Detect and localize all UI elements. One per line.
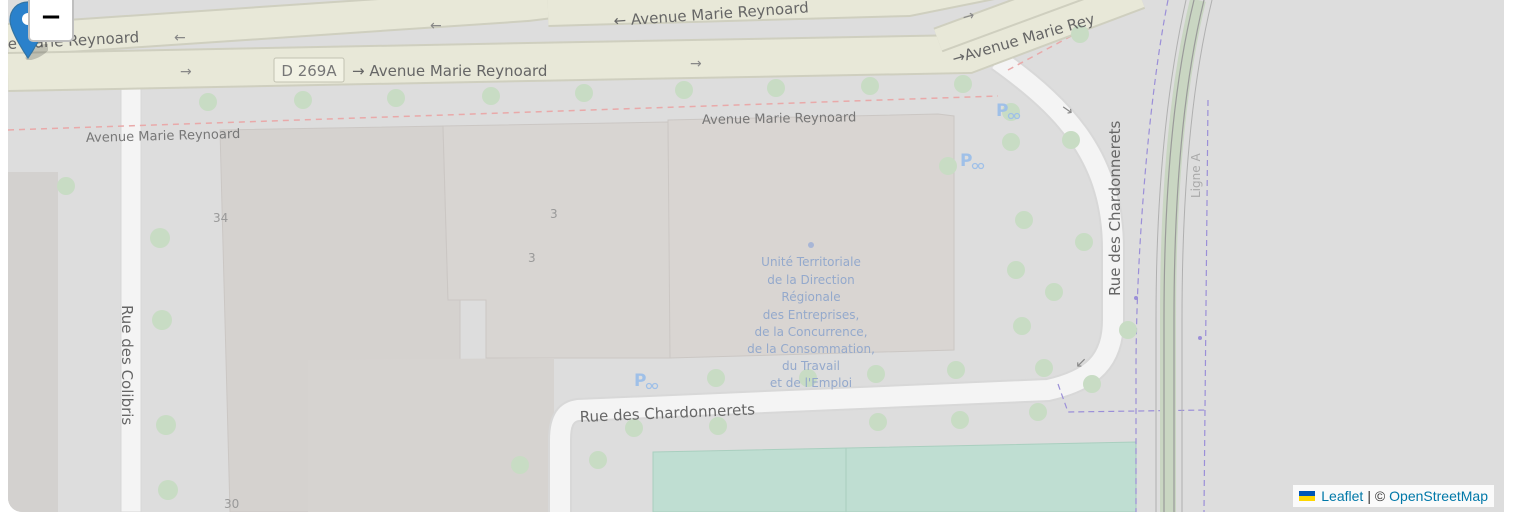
svg-text:de la Direction: de la Direction xyxy=(767,273,855,287)
avenue-lower xyxy=(8,0,1145,90)
poi-label: Unité Territoriale de la Direction Régio… xyxy=(747,255,875,390)
arrow-right: → xyxy=(180,64,192,80)
svg-text:du Travail: du Travail xyxy=(782,359,840,373)
svg-text:et de l'Emploi: et de l'Emploi xyxy=(770,376,852,390)
label-avenue-boundary-right: Avenue Marie Reynoard xyxy=(702,110,857,128)
zoom-out-button[interactable]: − xyxy=(28,0,74,42)
green-area xyxy=(652,441,1137,512)
tram-line xyxy=(1160,0,1206,512)
road-ref-label: D 269A xyxy=(281,62,337,80)
attribution-separator: | © xyxy=(1367,488,1386,504)
arrow-left: ← xyxy=(174,30,186,46)
arrow-right: → xyxy=(961,7,977,26)
trees xyxy=(57,25,1137,500)
house-number: 3 xyxy=(550,207,558,221)
house-number: 34 xyxy=(213,211,228,225)
building-lower-left xyxy=(308,358,554,512)
svg-text:de la Concurrence,: de la Concurrence, xyxy=(754,325,867,339)
map-tiles: D 269A e Marie Reynoard ← Avenue Marie R… xyxy=(8,0,1504,512)
parking-icons: P P P xyxy=(634,101,1008,391)
svg-text:de la Consommation,: de la Consommation, xyxy=(747,342,875,356)
label-rue-des-colibris: Rue des Colibris xyxy=(118,305,136,425)
label-avenue-boundary-left: Avenue Marie Reynoard xyxy=(86,127,241,146)
street-rue-des-colibris xyxy=(120,83,142,512)
poi-dot xyxy=(808,242,814,248)
svg-text:des Entreprises,: des Entreprises, xyxy=(763,308,860,322)
arrow-left: ← xyxy=(430,18,442,34)
road-ref-shield xyxy=(273,57,345,83)
zoom-out-label: − xyxy=(40,2,62,32)
label-rue-des-chardonnerets-vertical: Rue des Chardonnerets xyxy=(1106,120,1124,296)
parking-icon: P xyxy=(996,101,1008,121)
leaflet-link[interactable]: Leaflet xyxy=(1321,488,1364,504)
arrow-right: → xyxy=(690,56,702,72)
building-poi xyxy=(667,113,955,359)
parking-icon: P xyxy=(634,371,646,391)
openstreetmap-link[interactable]: OpenStreetMap xyxy=(1389,488,1488,504)
label-avenue-lower: → Avenue Marie Reynoard xyxy=(352,62,547,80)
house-number: 3 xyxy=(528,251,536,265)
svg-text:Régionale: Régionale xyxy=(781,290,840,304)
ukraine-flag-icon xyxy=(1299,491,1316,501)
svg-text:Unité Territoriale: Unité Territoriale xyxy=(761,255,861,269)
map-attribution: Leaflet | © OpenStreetMap xyxy=(1293,485,1494,507)
label-ligne-a: Ligne A xyxy=(1189,153,1203,198)
building-left-edge xyxy=(8,172,58,512)
map-view[interactable]: D 269A e Marie Reynoard ← Avenue Marie R… xyxy=(8,0,1504,512)
street-rue-des-chardonnerets xyxy=(550,51,1123,512)
parking-icon: P xyxy=(960,151,972,171)
house-number: 30 xyxy=(224,497,239,511)
